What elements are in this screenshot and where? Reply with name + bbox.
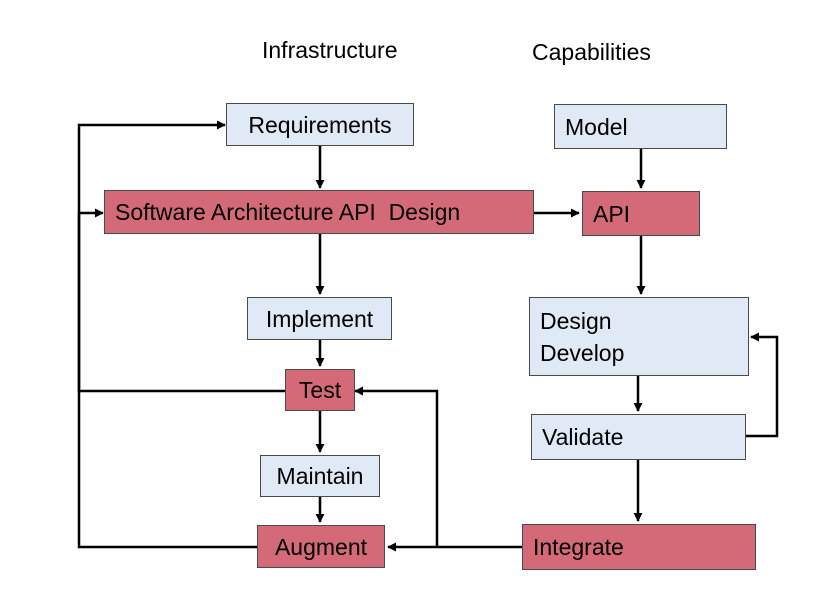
infrastructure-heading: Infrastructure	[262, 37, 398, 63]
develop-label: Develop	[540, 339, 625, 366]
implement-node: Implement	[247, 297, 392, 340]
design-label: Design	[540, 307, 612, 334]
implement-label: Implement	[265, 305, 374, 332]
integrate-node: Integrate	[522, 524, 756, 570]
validate-node: Validate	[531, 414, 746, 460]
maintain-node: Maintain	[260, 455, 380, 497]
loop-test-to-requirements	[77, 120, 285, 393]
model-node: Model	[554, 104, 727, 149]
model-label: Model	[565, 113, 628, 140]
software-architecture-node: Software Architecture API Design	[104, 190, 534, 234]
test-label: Test	[298, 377, 342, 403]
maintain-label: Maintain	[276, 463, 364, 489]
software-architecture-label: Software Architecture API Design	[115, 199, 461, 225]
capabilities-heading: Capabilities	[532, 39, 651, 65]
api-label: API	[593, 200, 631, 227]
api-node: API	[582, 191, 700, 236]
integrate-label: Integrate	[533, 534, 624, 560]
requirements-label: Requirements	[248, 111, 392, 138]
loop-augment-to-architecture	[77, 208, 257, 549]
loop-validate-to-design	[746, 332, 779, 438]
test-node: Test	[285, 369, 355, 411]
augment-node: Augment	[257, 525, 385, 568]
validate-label: Validate	[542, 424, 624, 450]
requirements-node: Requirements	[226, 103, 414, 146]
augment-label: Augment	[274, 533, 368, 560]
design-develop-node: Design Develop	[529, 297, 749, 376]
arrow-integrate-to-test	[354, 386, 439, 547]
